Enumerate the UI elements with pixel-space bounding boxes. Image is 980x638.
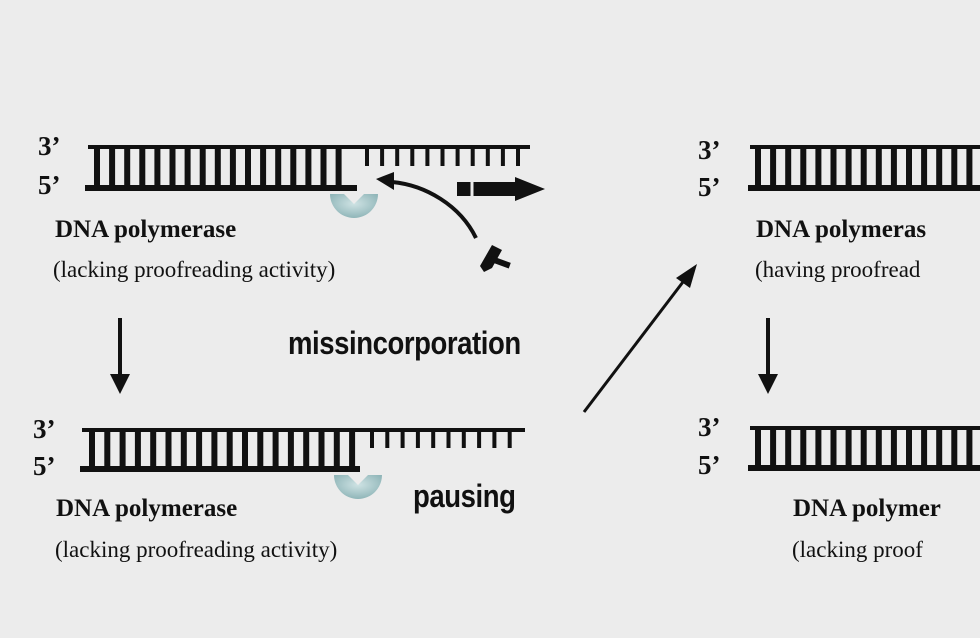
- bottom-left-enzyme-note: (lacking proofreading activity): [55, 537, 338, 562]
- pausing-label: pausing: [413, 478, 516, 514]
- unpaired-bases: [370, 430, 512, 448]
- bottom-left-5prime-label: 5’: [33, 451, 56, 481]
- top-left-5prime-label: 5’: [38, 170, 61, 200]
- bottom-right-3prime-label: 3’: [698, 412, 721, 442]
- base-pairs: [89, 430, 356, 469]
- top-right-5prime-label: 5’: [698, 172, 721, 202]
- direction-arrow-head: [515, 177, 545, 201]
- bottom-right-enzyme-name: DNA polymer: [793, 495, 941, 522]
- direction-arrow-body: [457, 182, 517, 196]
- base-pairs: [94, 147, 342, 188]
- top-right-3prime-label: 3’: [698, 135, 721, 165]
- diagonal-arrow: [582, 264, 697, 413]
- dna-polymerase-enzyme: [330, 194, 378, 218]
- dna-polymerase-enzyme: [334, 475, 382, 499]
- top-right-dna: [748, 145, 980, 191]
- bottom-left-3prime-label: 3’: [33, 414, 56, 444]
- incoming-nucleotide: [480, 245, 511, 272]
- bottom-right-5prime-label: 5’: [698, 450, 721, 480]
- base-pairs: [755, 147, 973, 188]
- unpaired-bases: [365, 147, 520, 166]
- top-right-enzyme-note: (having proofread: [755, 257, 921, 282]
- top-left-enzyme-name: DNA polymerase: [55, 216, 237, 243]
- bottom-right-enzyme-note: (lacking proof: [792, 537, 923, 562]
- step-arrow-left: [110, 318, 130, 394]
- top-left-3prime-label: 3’: [38, 131, 61, 161]
- bottom-left-dna: [80, 428, 525, 499]
- missincorporation-arrow: [391, 180, 478, 239]
- top-left-dna: [85, 145, 545, 272]
- missincorporation-arrow-head: [376, 172, 394, 190]
- top-right-enzyme-name: DNA polymeras: [756, 216, 927, 243]
- step-arrow-right: [758, 318, 778, 394]
- base-pairs: [755, 428, 973, 468]
- top-left-enzyme-note: (lacking proofreading activity): [53, 257, 336, 282]
- bottom-left-enzyme-name: DNA polymerase: [56, 495, 238, 522]
- bottom-right-dna: [748, 426, 980, 471]
- missincorporation-label: missincorporation: [288, 325, 521, 361]
